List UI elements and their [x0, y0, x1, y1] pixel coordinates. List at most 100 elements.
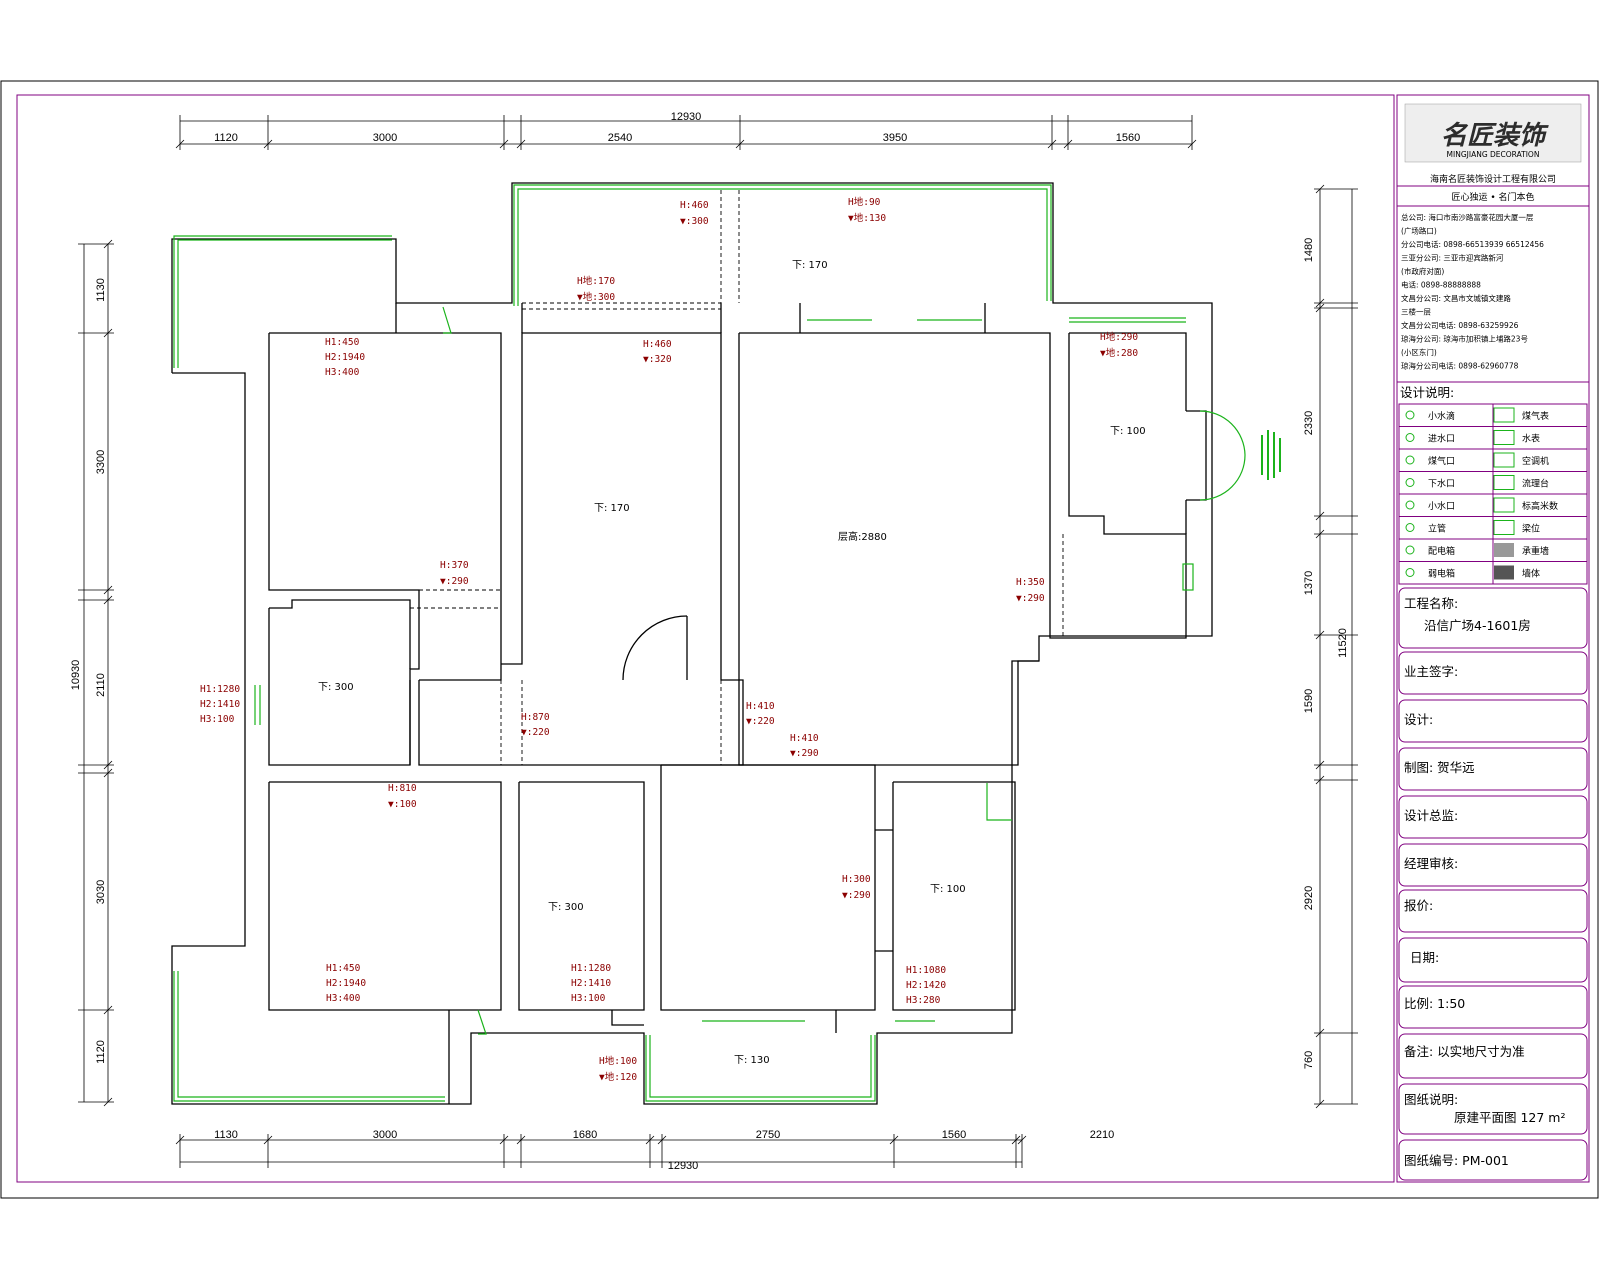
dimension-tick — [1315, 760, 1325, 770]
room-label: ▼:320 — [643, 354, 672, 365]
dim-bottom-1: 1130 — [214, 1129, 238, 1141]
dim-bottom-total: 12930 — [668, 1160, 699, 1172]
dimension-tick — [103, 768, 113, 778]
dim-left-3: 2110 — [95, 673, 107, 697]
room-label: H2:1420 — [906, 980, 946, 991]
room-label: ▼:290 — [1016, 593, 1045, 604]
title-block-frame — [1396, 94, 1590, 1183]
dim-right-2: 2330 — [1303, 411, 1315, 435]
room-label: 下: 130 — [734, 1055, 770, 1066]
room-label: H地:90 — [848, 196, 881, 208]
room-label: 下: 300 — [318, 682, 354, 693]
address-block: 总公司: 海口市南沙路富豪花园大厦一层(广场路口)分公司电话: 0898-665… — [1401, 212, 1544, 371]
legend-label: 小水滴 — [1428, 410, 1455, 422]
dimension-tick — [103, 595, 113, 605]
dimension-tick — [1011, 1135, 1021, 1145]
room-label: H地:100 — [599, 1055, 637, 1067]
company-logo: 名匠装饰 MINGJIANG DECORATION — [1404, 103, 1582, 163]
room-label: 下: 100 — [1110, 426, 1146, 437]
room-label: H1:1280 — [571, 963, 611, 974]
address-line: 琼海分公司电话: 0898-62960778 — [1401, 361, 1519, 371]
legend-label: 进水口 — [1428, 433, 1455, 445]
dimension-tick — [103, 328, 113, 338]
legend-label: 梁位 — [1522, 523, 1540, 535]
dimension-tick — [175, 139, 185, 149]
address-line: 总公司: 海口市南沙路富豪花园大厦一层 — [1401, 212, 1534, 222]
title-block: 名匠装饰 MINGJIANG DECORATION 海南名匠装饰设计工程有限公司… — [1396, 94, 1590, 1183]
windows — [173, 184, 1281, 1102]
legend-symbol-icon — [1405, 500, 1415, 510]
dimension-tick — [263, 1135, 273, 1145]
dim-left-5: 1120 — [95, 1040, 107, 1064]
legend-symbol-icon — [1494, 565, 1514, 580]
dimension-tick — [103, 760, 113, 770]
room-label: H1:1080 — [906, 965, 946, 976]
legend-label: 承重墙 — [1522, 545, 1549, 557]
room-label: H1:450 — [325, 337, 360, 348]
room-label: H3:400 — [326, 993, 361, 1004]
dimension-tick — [1315, 1099, 1325, 1109]
room-label: H3:100 — [200, 714, 235, 725]
legend-symbol-icon — [1493, 520, 1515, 535]
dimension-tick — [103, 1005, 113, 1015]
drawing-frame — [16, 94, 1395, 1183]
legend-label: 标高米数 — [1522, 500, 1558, 512]
legend-label: 弱电箱 — [1428, 568, 1455, 580]
dimension-tick — [1315, 775, 1325, 785]
legend-label: 煤气表 — [1522, 410, 1549, 422]
designer-box — [1398, 699, 1588, 743]
room-label: 层高:2880 — [838, 530, 887, 543]
legend-label: 煤气口 — [1428, 455, 1455, 467]
room-label: ▼:290 — [440, 576, 469, 587]
legend-label: 下水口 — [1428, 478, 1455, 490]
dimension-tick — [1315, 303, 1325, 313]
remark-label: 备注: 以实地尺寸为准 — [1404, 1044, 1525, 1059]
dim-top-2: 3000 — [373, 132, 397, 144]
room-label: 下: 170 — [792, 260, 828, 271]
legend-label: 空调机 — [1522, 455, 1549, 467]
design-director-label: 设计总监: — [1404, 808, 1458, 823]
room-label: H2:1940 — [325, 352, 365, 363]
dimension-tick — [889, 1135, 899, 1145]
client-sign-box — [1398, 651, 1588, 695]
dimension-tick — [103, 1097, 113, 1107]
project-value: 沿信广场4-1601房 — [1424, 618, 1531, 633]
dimension-tick — [103, 585, 113, 595]
beam-lines — [306, 190, 1064, 1010]
client-sign-label: 业主签字: — [1404, 664, 1458, 679]
room-label: H:350 — [1016, 577, 1045, 588]
dimension-tick — [735, 139, 745, 149]
room-label: H:370 — [440, 560, 469, 571]
drafter-label: 制图: 贺华远 — [1404, 760, 1475, 775]
scale-box — [1398, 985, 1588, 1029]
address-line: (广场路口) — [1401, 226, 1437, 236]
legend-label: 配电箱 — [1428, 545, 1455, 557]
dimension-tick — [1315, 298, 1325, 308]
legend-label: 流理台 — [1522, 478, 1549, 490]
room-label: H3:400 — [325, 367, 360, 378]
dimension-tick — [1315, 1028, 1325, 1038]
dim-left-1: 1130 — [95, 278, 107, 302]
drawing-desc-box — [1398, 1083, 1588, 1135]
legend-symbol-icon — [1493, 475, 1515, 490]
room-label: H2:1410 — [571, 978, 611, 989]
dim-right-6: 760 — [1303, 1051, 1315, 1069]
logo-subtitle: MINGJIANG DECORATION — [1447, 150, 1540, 159]
room-label: ▼:300 — [680, 216, 709, 227]
address-line: 文昌分公司: 文昌市文城镇文建路 — [1401, 293, 1511, 303]
dim-left-4: 3030 — [95, 880, 107, 904]
dimension-tick — [499, 1135, 509, 1145]
legend-symbol-icon — [1405, 410, 1415, 420]
logo-text: 名匠装饰 — [1441, 121, 1549, 151]
designer-label: 设计: — [1404, 712, 1433, 727]
room-label: H:460 — [643, 339, 672, 350]
dim-bottom-2: 3000 — [373, 1129, 397, 1141]
dimension-tick — [1187, 139, 1197, 149]
drawing-no-label: 图纸编号: PM-001 — [1404, 1153, 1509, 1168]
room-label: ▼:220 — [746, 716, 775, 727]
room-label: H:300 — [842, 874, 871, 885]
dimension-tick — [263, 139, 273, 149]
room-label: H地:170 — [577, 275, 615, 287]
